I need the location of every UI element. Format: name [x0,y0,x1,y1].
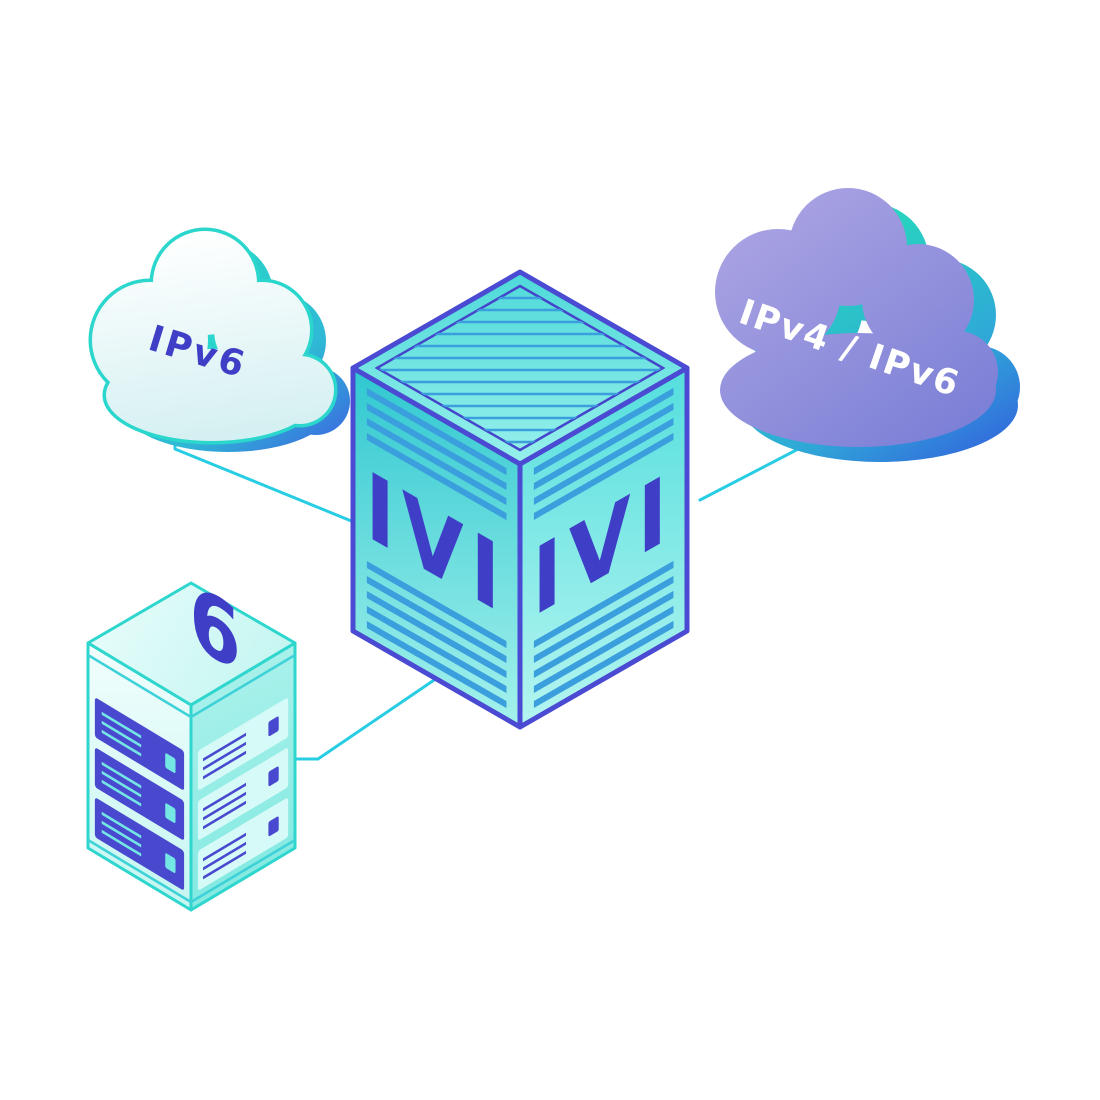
server-right-drawers [197,698,289,890]
server-right-face-decor [191,653,296,904]
cube-top-face [350,269,690,467]
ipv6-cloud: IPv6 [92,231,350,452]
ivi-translator-box: IVI IVI [350,269,690,730]
server-left-drawers [94,698,185,890]
ipv6-server-rack: 6 [86,564,297,912]
server-left-face-decor [88,653,191,904]
connector-server-to-ivi [292,674,442,761]
cube-top-inner-border [374,284,666,452]
ipv4-ipv6-cloud: IPv4 / IPv6 [715,188,1020,462]
